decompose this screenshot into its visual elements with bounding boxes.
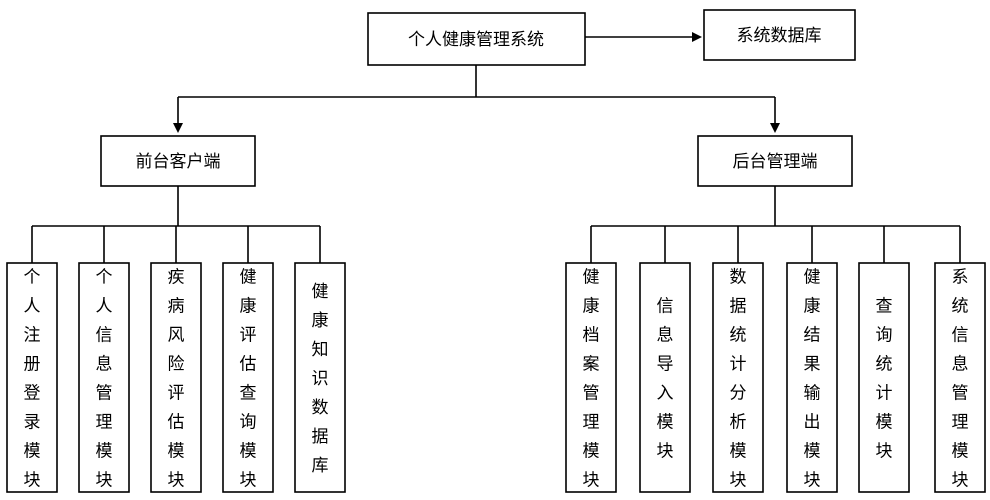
backend-module-1: 健康档案管理模块 [565,226,617,493]
database-label: 系统数据库 [737,26,822,46]
backend-module-box [712,262,764,493]
database-node: 系统数据库 [703,9,856,61]
backend-node: 后台管理端 [697,135,853,187]
backend-module-3: 数据统计分析模块 [712,226,764,493]
backend-modules: 健康档案管理模块 信息导入模块 数据统计分析模块 健康结果输出模块 查询统计模块 系统信息… [565,226,986,493]
backend-module-6: 系统信息管理模块 [934,226,986,493]
frontend-module-box [222,262,274,493]
backend-module-box [565,262,617,493]
frontend-module-3: 疾病风险评估模块 [150,226,202,493]
backend-label: 后台管理端 [733,152,818,172]
backend-module-5: 查询统计模块 [858,226,910,493]
root-node: 个人健康管理系统 [367,12,586,66]
backend-module-label: 健康档案管理模块 [583,267,600,490]
backend-module-label: 数据统计分析模块 [730,267,747,490]
frontend-modules: 个人注册登录模块 个人信息管理模块 疾病风险评估模块 健康评估查询模块 健康知识数据库 [6,226,346,493]
frontend-label: 前台客户端 [136,152,221,172]
backend-module-4: 健康结果输出模块 [786,226,838,493]
frontend-module-1: 个人注册登录模块 [6,226,58,493]
backend-module-label: 系统信息管理模块 [952,267,969,490]
backend-module-box [934,262,986,493]
frontend-module-label: 疾病风险评估模块 [168,267,185,490]
backend-module-label: 信息导入模块 [657,296,674,461]
root-label: 个人健康管理系统 [408,30,544,50]
frontend-node: 前台客户端 [100,135,256,187]
frontend-module-box [150,262,202,493]
frontend-module-box [294,262,346,493]
frontend-module-label: 健康知识数据库 [312,282,329,476]
frontend-module-4: 健康评估查询模块 [222,226,274,493]
backend-module-box [639,262,691,493]
frontend-module-box [78,262,130,493]
backend-module-box [858,262,910,493]
frontend-module-label: 个人注册登录模块 [24,267,41,490]
backend-module-label: 健康结果输出模块 [804,267,821,490]
frontend-module-label: 个人信息管理模块 [96,267,113,490]
frontend-module-label: 健康评估查询模块 [240,267,257,490]
frontend-module-2: 个人信息管理模块 [78,226,130,493]
frontend-module-box [6,262,58,493]
backend-module-box [786,262,838,493]
frontend-module-5: 健康知识数据库 [294,226,346,493]
backend-module-label: 查询统计模块 [876,296,893,461]
backend-module-2: 信息导入模块 [639,226,691,493]
